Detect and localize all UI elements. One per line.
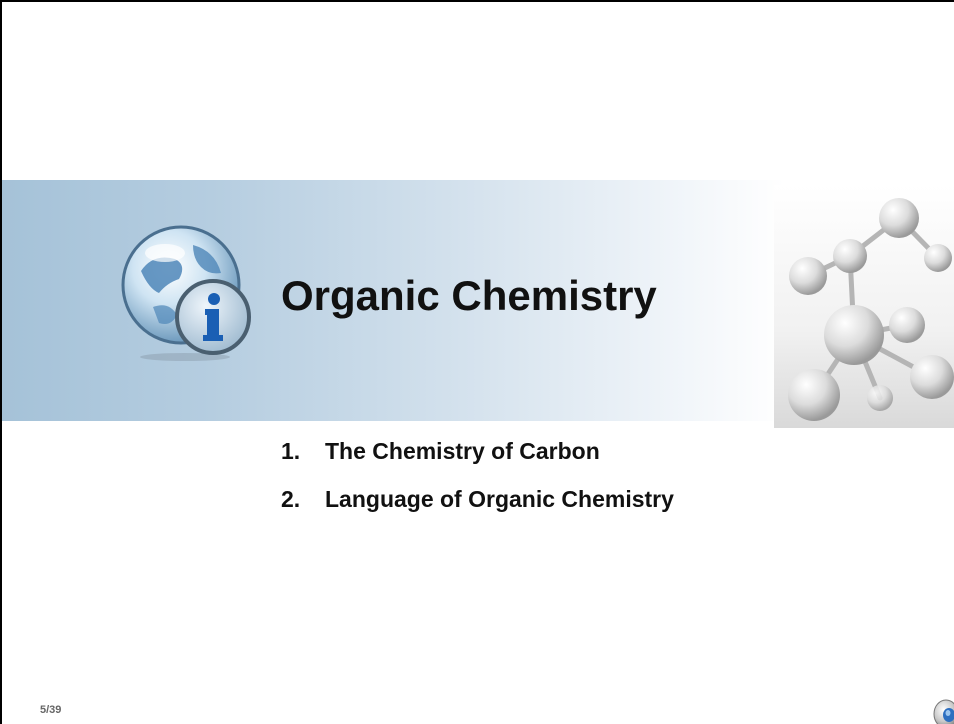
agenda-item: 1. The Chemistry of Carbon — [281, 434, 674, 482]
agenda-item-text: Language of Organic Chemistry — [325, 486, 674, 512]
agenda-item-text: The Chemistry of Carbon — [325, 438, 600, 464]
slide-title: Organic Chemistry — [281, 272, 657, 319]
speaker-icon[interactable] — [928, 696, 954, 724]
agenda-list: 1. The Chemistry of Carbon 2. Language of … — [281, 434, 674, 530]
agenda-item: 2. Language of Organic Chemistry — [281, 482, 674, 530]
molecule-model-icon — [774, 185, 954, 428]
agenda-item-number: 1. — [281, 438, 301, 464]
page-number: 5/39 — [40, 704, 62, 716]
agenda-item-number: 2. — [281, 486, 301, 512]
info-globe-icon — [121, 225, 251, 361]
